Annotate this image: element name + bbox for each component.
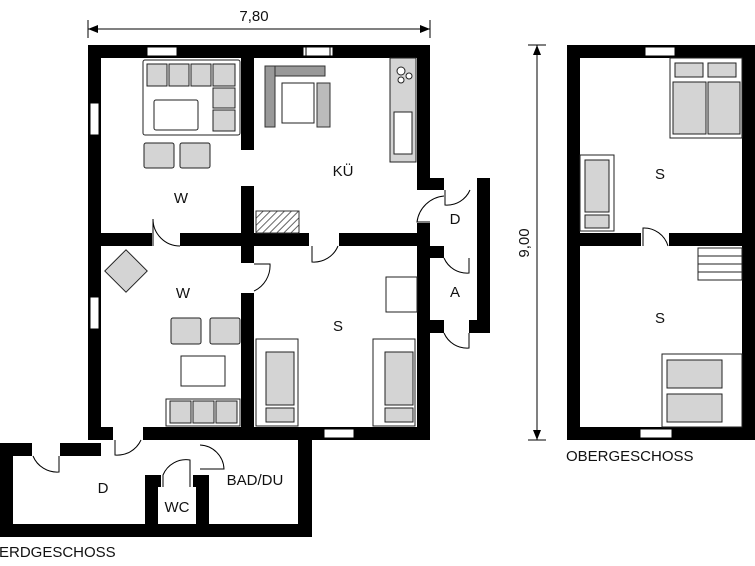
room-label-bedroom: S <box>333 318 343 335</box>
room-label-living-1: W <box>174 190 189 207</box>
room-label-shower: D <box>450 211 461 228</box>
room-label-storage: A <box>450 284 460 301</box>
height-label: 9,00 <box>516 228 533 257</box>
room-label-kitchen: KÜ <box>333 162 354 180</box>
width-dimension: 7,80 <box>87 8 431 38</box>
room-label-wc: WC <box>165 499 190 516</box>
doors <box>32 178 669 487</box>
upper-floor-walls <box>567 45 755 440</box>
width-label: 7,80 <box>239 8 268 25</box>
room-label-living-2: W <box>176 285 191 302</box>
room-label-bath: BAD/DU <box>227 472 284 489</box>
room-label-upper-bedroom-1: S <box>655 166 665 183</box>
room-label-upper-bedroom-2: S <box>655 310 665 327</box>
room-label-shower-2: D <box>98 480 109 497</box>
height-dimension: 9,00 <box>516 44 546 441</box>
floor-label-upper: OBERGESCHOSS <box>566 448 694 465</box>
upper-furniture <box>579 57 743 428</box>
furniture <box>104 57 418 427</box>
floor-label-ground: ERDGESCHOSS <box>0 544 116 561</box>
room-labels: W KÜ W S D A D WC BAD/DU S S <box>98 162 665 516</box>
